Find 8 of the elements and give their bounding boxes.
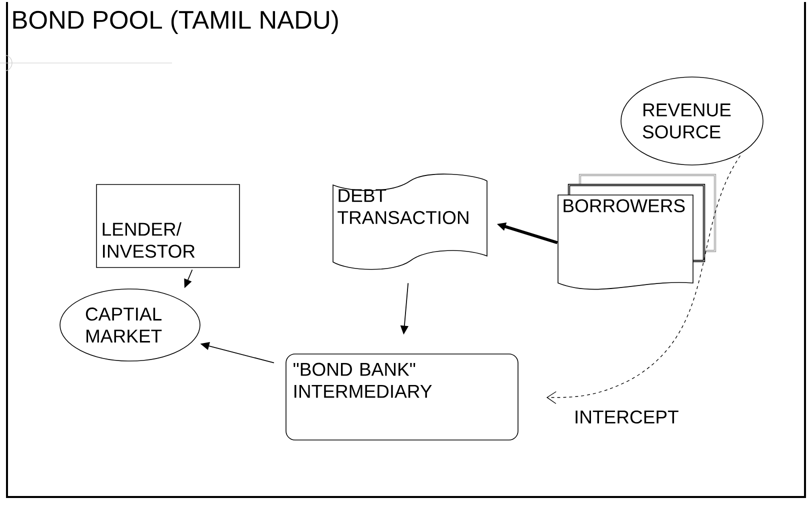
rounded-box: "BOND BANK" INTERMEDIARY — [286, 354, 518, 440]
edge-label: INTERCEPT — [572, 409, 680, 425]
arrow — [546, 155, 741, 404]
process-box: LENDER/ INVESTOR — [96, 184, 240, 268]
stacked-documents: BORROWERS — [558, 174, 716, 290]
ellipse-node: CAPTIAL MARKET — [60, 288, 200, 362]
title: BOND POOL (TAMIL NADU) — [13, 10, 338, 34]
ellipse-node: REVENUE SOURCE — [620, 76, 764, 166]
